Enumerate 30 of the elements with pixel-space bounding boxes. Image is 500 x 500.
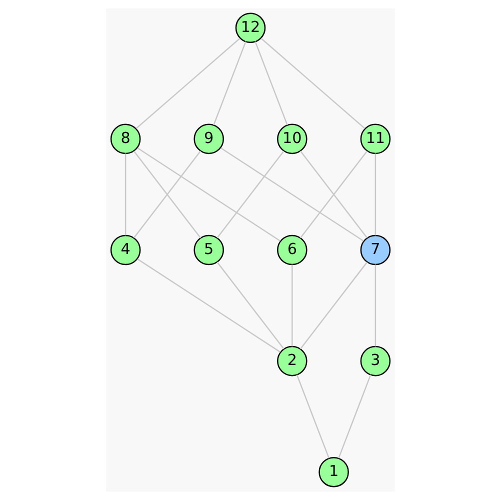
connector: [216, 262, 284, 350]
node-circle: 11: [360, 124, 390, 154]
node-circle: 1: [318, 456, 348, 488]
connector: [136, 258, 280, 353]
node-circle: 5: [193, 234, 224, 266]
connector: [212, 41, 246, 126]
connector: [291, 264, 292, 346]
connector: [132, 150, 201, 238]
node-circle: 8: [110, 124, 140, 154]
connector: [299, 262, 368, 350]
connector: [254, 41, 288, 126]
connector: [220, 147, 364, 242]
connector: [299, 150, 368, 238]
connector: [260, 38, 365, 129]
connector: [216, 150, 284, 238]
node-circle: 12: [234, 12, 266, 44]
connector: [135, 38, 240, 129]
connector: [338, 374, 371, 458]
node-circle: 3: [360, 346, 390, 376]
node-circle: 7: [360, 234, 390, 266]
connector: [296, 374, 330, 458]
node-circle: 4: [110, 234, 140, 266]
connector: [374, 264, 376, 346]
node-circle: 2: [276, 346, 307, 376]
node-circle: 9: [193, 124, 224, 154]
connector: [136, 147, 280, 242]
node-circle: 6: [276, 234, 307, 266]
connector: [124, 154, 126, 236]
node-circle: 10: [276, 124, 307, 154]
connector: [374, 154, 376, 236]
